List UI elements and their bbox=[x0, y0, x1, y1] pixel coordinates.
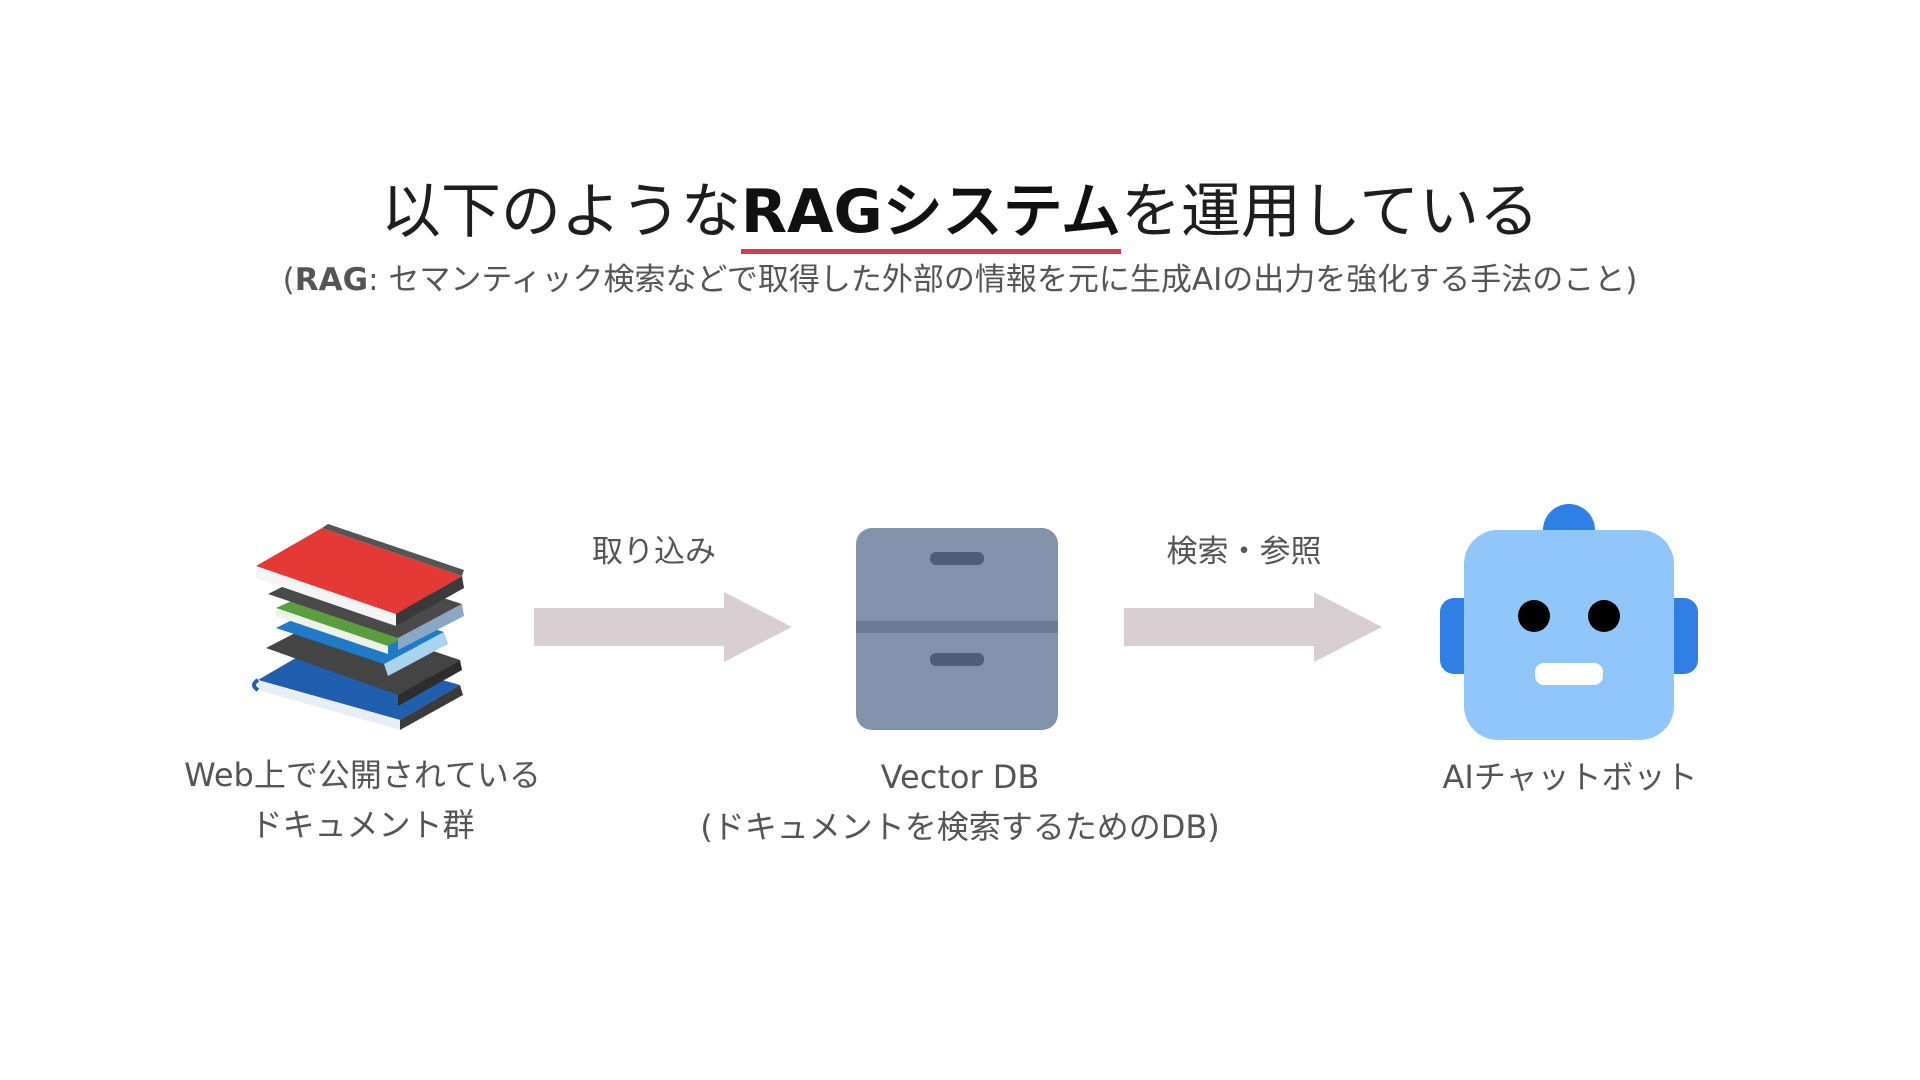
node-label-vector-db-line2: (ドキュメントを検索するためのDB) bbox=[700, 808, 1220, 846]
node-label-documents-line2: ドキュメント群 bbox=[250, 806, 475, 844]
page-title: 以下のようなRAGシステムを運用している bbox=[0, 172, 1920, 254]
subtitle-open: ( bbox=[282, 262, 295, 298]
node-label-vector-db-line1: Vector DB bbox=[880, 758, 1040, 796]
node-label-chatbot-line1: AIチャットボット bbox=[1442, 758, 1698, 796]
subtitle-term: RAG bbox=[294, 262, 369, 298]
node-label-documents-line1: Web上で公開されている bbox=[184, 756, 541, 794]
edge-label-search: 検索・参照 bbox=[1166, 534, 1322, 570]
node-label-chatbot: AIチャットボット bbox=[1380, 752, 1760, 802]
file-cabinet-icon bbox=[856, 528, 1058, 730]
books-icon bbox=[252, 524, 464, 730]
title-highlight: RAGシステム bbox=[740, 177, 1121, 254]
arrow-ingest bbox=[534, 592, 792, 662]
arrow-search bbox=[1124, 592, 1382, 662]
title-suffix: を運用している bbox=[1120, 177, 1540, 247]
title-prefix: 以下のような bbox=[380, 177, 741, 247]
node-label-vector-db: Vector DB (ドキュメントを検索するためのDB) bbox=[660, 752, 1260, 852]
subtitle-rest: : セマンティック検索などで取得した外部の情報を元に生成AIの出力を強化する手法… bbox=[368, 262, 1638, 298]
node-label-documents: Web上で公開されている ドキュメント群 bbox=[160, 750, 565, 850]
robot-icon bbox=[1440, 504, 1698, 740]
subtitle: (RAG: セマンティック検索などで取得した外部の情報を元に生成AIの出力を強化… bbox=[0, 258, 1920, 302]
edge-label-ingest: 取り込み bbox=[592, 534, 716, 570]
